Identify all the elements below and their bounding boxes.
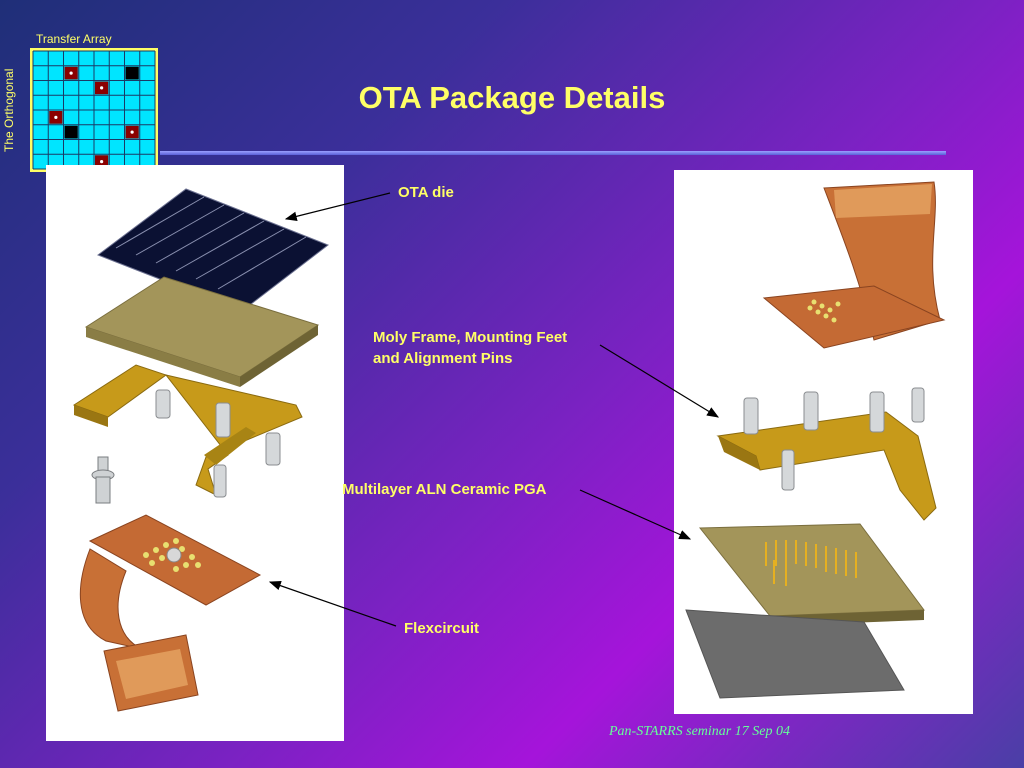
logo-grid-star [54, 115, 58, 119]
left-exploded-view [46, 165, 344, 741]
logo-caption: Transfer Array [36, 32, 112, 46]
label-flexcircuit: Flexcircuit [404, 620, 480, 637]
label-ota-die: OTA die [398, 184, 454, 201]
transfer-array-grid-logo [30, 48, 158, 172]
exploded-assembly-bottom-view [685, 181, 946, 699]
logo-grid-star [69, 71, 73, 75]
label-moly-line1: Moly Frame, Mounting Feet [373, 329, 568, 346]
label-ceramic-pga: Multilayer ALN Ceramic PGA [342, 481, 547, 498]
logo-grid-cell [125, 66, 139, 80]
logo-grid-star [130, 130, 134, 134]
logo-grid-star [100, 86, 104, 90]
logo-grid-star [100, 160, 104, 164]
label-moly-frame: Moly Frame, Mounting Feet and Alignment … [373, 327, 567, 369]
slide-title: OTA Package Details [358, 80, 666, 115]
label-moly-line2: and Alignment Pins [373, 350, 513, 367]
logo-grid-cell [64, 125, 78, 139]
title-underline [160, 151, 946, 155]
exploded-assembly-top-view [72, 188, 330, 712]
footer-note: Pan-STARRS seminar 17 Sep 04 [609, 724, 790, 739]
right-exploded-view [674, 170, 973, 714]
